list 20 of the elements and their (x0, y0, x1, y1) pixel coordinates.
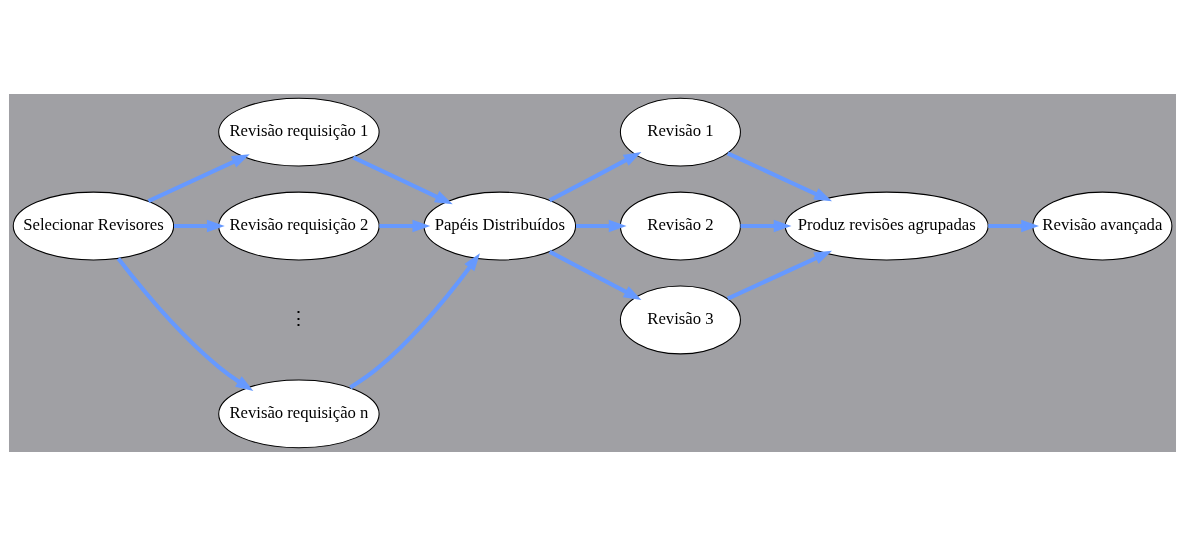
node-ellipse: Revisão requisição 2 (218, 191, 380, 260)
arrow (352, 154, 453, 204)
node-ellipse: Revisão requisição n (218, 378, 380, 448)
arrow (576, 219, 627, 232)
arrow (740, 219, 792, 232)
arrow (174, 219, 225, 232)
node-ellipse: Produz revisões agrupadas (784, 191, 989, 260)
arrow (349, 252, 480, 389)
label: ⋮ (289, 307, 309, 329)
node-ellipse: Revisão 2 (619, 191, 741, 260)
arrow (988, 219, 1039, 232)
arrow (116, 256, 254, 391)
node-ellipse: Selecionar Revisores (12, 191, 175, 260)
arrow (726, 250, 832, 301)
arrow (548, 151, 642, 202)
node-ellipse: Revisão avançada (1032, 191, 1173, 260)
arrow (379, 219, 431, 232)
arrow (726, 151, 832, 201)
arrow (548, 249, 642, 300)
arrow (147, 153, 250, 203)
